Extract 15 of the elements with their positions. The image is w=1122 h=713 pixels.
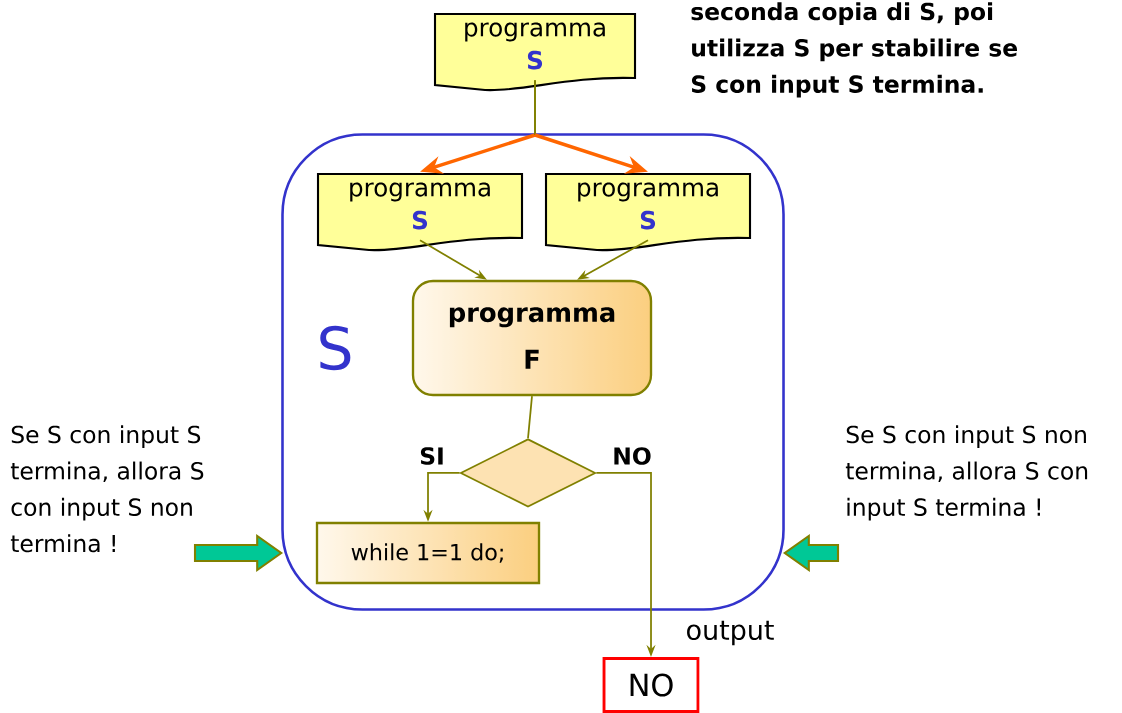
block-arrow [193,533,284,573]
process-box: programma F [411,279,653,397]
block-arrow [783,533,840,573]
edge-label: NO [611,445,653,466]
document-box: programma S [433,12,637,92]
edge-label: SI [418,445,446,466]
node-caption: output [687,620,774,646]
document-box: programma S [544,172,752,252]
frame-label: S [320,325,351,371]
process-box: while 1=1 do; [315,521,541,585]
note-text: Se S con input S non termina, allora S con input S termina ! [845,425,1088,521]
output-box: NO [602,657,700,713]
note-text: Se S con input S termina, allora S con input S non termina ! [10,425,204,553]
document-box: programma S [316,172,524,252]
note-text: seconda copia di S, poi utilizza S per stabilire se S con input S termina. [691,2,1017,98]
